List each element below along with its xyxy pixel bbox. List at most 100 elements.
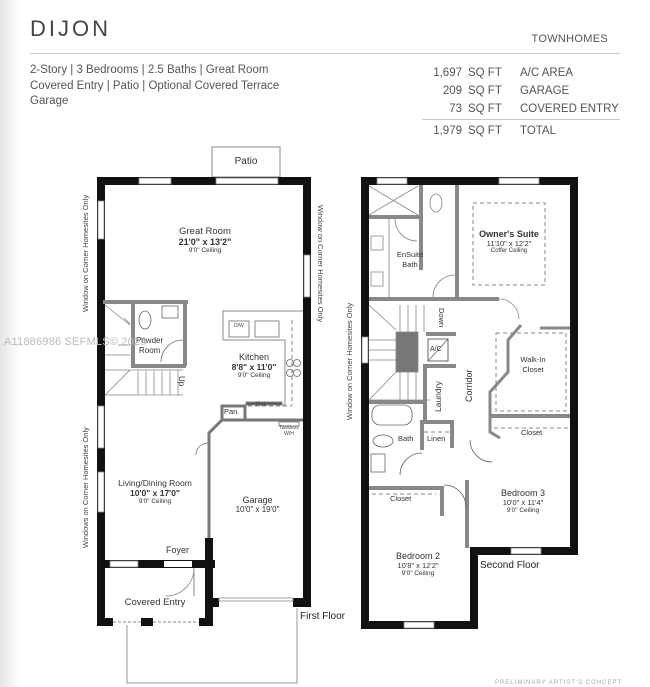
room-great-room: Great Room 21'0" x 13'2" 9'0" Ceiling — [140, 226, 270, 254]
first-floor-plan — [97, 146, 311, 684]
door-swing — [160, 339, 184, 363]
area-value: 209 — [442, 85, 462, 97]
wall — [103, 300, 188, 304]
room-label-corridor: Corridor — [464, 369, 474, 402]
area-label: A/C AREA — [520, 67, 574, 79]
plan-title: DIJON — [30, 16, 111, 41]
bath-fixtures — [370, 404, 493, 508]
room-label-patio: Patio — [234, 156, 258, 167]
room-name: Room — [139, 346, 161, 355]
room-ceiling: Coffer Ceiling — [490, 248, 528, 254]
room-size: 10'0" x 17'0" — [130, 488, 180, 498]
room-name: Powder — [136, 336, 164, 345]
wall — [97, 618, 113, 626]
kitchen-sink — [254, 320, 280, 338]
patio-slider-door — [215, 177, 279, 185]
wall — [303, 177, 311, 607]
room-ceiling: 9'0" Ceiling — [401, 570, 435, 577]
area-row-covered-entry: 73 SQ FT COVERED ENTRY — [422, 100, 620, 118]
area-row-garage: 209 SQ FT GARAGE — [422, 82, 620, 100]
area-value: 1,697 — [433, 67, 462, 79]
front-door-opening — [164, 561, 192, 567]
room-ceiling: 9'0" Ceiling — [506, 507, 540, 514]
room-label-closet-bedroom3: Closet — [521, 428, 543, 437]
interior-walls — [369, 332, 570, 548]
room-powder-room: Powder Room — [136, 336, 163, 356]
wall — [470, 547, 478, 629]
window — [303, 254, 311, 298]
room-walkin-closet: Walk-In Closet — [510, 355, 556, 375]
area-table: 1,697 SQ FT A/C AREA 209 SQ FT GARAGE 73… — [422, 64, 620, 140]
room-label-closet-bedroom2: Closet — [390, 494, 412, 503]
features-line: Covered Entry | Patio | Optional Covered… — [30, 79, 280, 92]
wall — [141, 618, 153, 626]
wall — [293, 598, 311, 607]
mls-watermark: A11886986 SEFMLS© 2025 — [4, 336, 147, 348]
area-unit: SQ FT — [468, 85, 502, 97]
room-bedroom-3: Bedroom 3 10'0" x 11'4" 9'0" Ceiling — [490, 488, 556, 514]
room-size: 21'0" x 13'2" — [178, 237, 232, 247]
water-heater-name: Tankless — [279, 425, 299, 431]
area-total-value: 1,979 — [433, 125, 462, 137]
area-total-label: TOTAL — [520, 125, 556, 137]
room-ceiling: 9'0" Ceiling — [188, 247, 222, 254]
room-size: 10'8" x 12'2" — [397, 561, 439, 570]
room-owners-suite: Owner's Suite 11'10" x 12'2" Coffer Ceil… — [473, 229, 545, 254]
window — [403, 621, 435, 629]
door-swing — [165, 567, 195, 597]
room-label-linen: Linen — [427, 434, 446, 443]
features-line: 2-Story | 3 Bedrooms | 2.5 Baths | Great… — [30, 64, 269, 76]
note-window-corner-right: Window on Corner Homesites Only — [316, 205, 325, 323]
wall — [97, 560, 215, 568]
closet-shelf-outline — [495, 332, 567, 412]
room-name: Kitchen — [238, 352, 270, 362]
room-label-bath: Bath — [398, 434, 414, 443]
room-size: 11'10" x 12'2" — [486, 239, 532, 248]
room-name: Bedroom 3 — [500, 488, 546, 498]
room-ceiling: 9'0" Ceiling — [138, 498, 172, 505]
window — [109, 560, 139, 568]
area-row-total: 1,979 SQ FT TOTAL — [422, 122, 620, 140]
wall — [97, 177, 105, 560]
room-label-laundry: Laundry — [433, 381, 443, 412]
features-line: Garage — [30, 95, 69, 107]
wall — [199, 618, 213, 626]
room-garage: Garage 10'0" x 19'0" — [215, 495, 300, 514]
note-window-corner-second-floor: Window on Corner Homesites Only — [345, 302, 354, 420]
ac-unit-diagonal — [427, 338, 449, 362]
window — [510, 547, 542, 555]
toilet-icon — [138, 310, 152, 330]
area-total-divider — [422, 119, 620, 120]
wall — [361, 177, 369, 629]
room-size: 10'0" x 19'0" — [235, 505, 280, 514]
first-floor-label: First Floor — [300, 611, 345, 622]
room-living-dining: Living/Dining Room 10'0" x 17'0" 9'0" Ce… — [105, 478, 205, 505]
window — [376, 177, 408, 185]
garage-wall — [207, 418, 303, 538]
room-name: Bedroom 2 — [395, 551, 441, 561]
area-value: 73 — [449, 103, 462, 115]
water-heater — [278, 421, 300, 427]
room-size: 10'0" x 11'4" — [502, 498, 544, 507]
room-ensuite-bath: EnSuite Bath — [390, 250, 430, 270]
area-label: GARAGE — [520, 85, 570, 97]
walkin-closet-walls — [488, 324, 570, 440]
features-list: 2-Story | 3 Bedrooms | 2.5 Baths | Great… — [30, 63, 279, 110]
second-floor-plan — [361, 177, 578, 629]
wall — [131, 300, 135, 367]
cooktop-burner — [293, 369, 301, 377]
stair-label-up: Up — [177, 376, 186, 387]
area-row-ac: 1,697 SQ FT A/C AREA — [422, 64, 620, 82]
wall — [205, 538, 213, 626]
pantry-wall — [220, 404, 247, 420]
coffer-ceiling-outline — [472, 202, 546, 286]
room-name: EnSuite — [396, 250, 424, 259]
window — [361, 336, 369, 364]
pantry-label: Pan. — [224, 407, 240, 416]
dishwasher-label: D/W — [234, 323, 244, 329]
note-windows-corner-left-lower: Windows on Corner Homesites Only — [81, 427, 90, 548]
room-name: Great Room — [179, 226, 231, 237]
footer-note: PRELIMINARY ARTIST'S CONCEPT — [495, 680, 623, 686]
refrigerator-label: Ref. — [256, 402, 268, 408]
